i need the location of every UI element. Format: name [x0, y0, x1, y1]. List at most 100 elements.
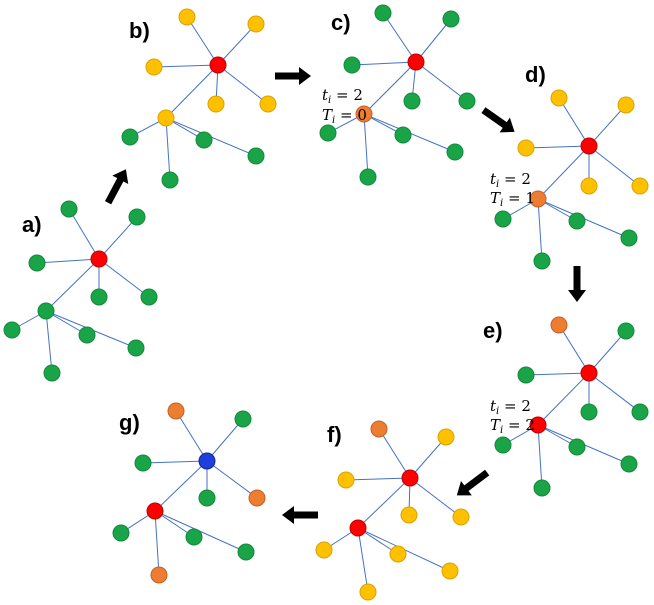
- node-green: [620, 229, 638, 247]
- node-yellow: [359, 583, 377, 601]
- panel-c: c)ti = 2Ti = 0: [319, 4, 476, 186]
- node-yellow: [550, 89, 568, 107]
- node-green: [247, 147, 265, 165]
- node-yellow: [631, 177, 649, 195]
- node-green: [446, 143, 464, 161]
- node-green: [517, 366, 535, 384]
- hub-node-red: [580, 364, 598, 382]
- transition-arrow-1: [104, 169, 129, 205]
- hub-node-red: [90, 250, 108, 268]
- edge: [357, 477, 411, 529]
- edge: [588, 330, 627, 374]
- hub-node-red: [209, 56, 227, 74]
- node-green: [319, 124, 337, 142]
- edge: [142, 460, 208, 464]
- node-green: [198, 489, 216, 507]
- annotation-t-value: ti = 2: [322, 86, 363, 106]
- hub-node-red: [529, 416, 547, 434]
- node-orange: [550, 316, 568, 334]
- node-green: [128, 208, 146, 226]
- hub-node-blue: [198, 452, 216, 470]
- node-green: [394, 126, 412, 144]
- edge: [525, 145, 590, 149]
- node-green: [533, 479, 551, 497]
- node-green: [237, 543, 255, 561]
- annotation-T-value: Ti = 2: [490, 416, 535, 436]
- node-yellow: [437, 428, 455, 446]
- node-green: [78, 326, 96, 344]
- transition-arrow-3: [481, 107, 515, 133]
- edge: [357, 527, 369, 593]
- edge: [558, 97, 590, 147]
- edge: [351, 61, 417, 66]
- hub-node-red: [407, 53, 425, 71]
- edge: [558, 324, 590, 374]
- node-green: [343, 56, 361, 74]
- node-green: [121, 128, 139, 146]
- panel-label: d): [525, 62, 546, 87]
- node-green: [374, 4, 392, 22]
- node-green: [43, 364, 61, 382]
- node-green: [442, 10, 460, 28]
- panel-label: a): [22, 212, 42, 237]
- edge: [98, 216, 138, 260]
- hub-node-red: [401, 469, 419, 487]
- node-green: [494, 210, 512, 228]
- annotation-t-value: ti = 2: [490, 170, 531, 190]
- node-green: [28, 254, 46, 272]
- edge: [36, 258, 100, 264]
- edge: [537, 145, 590, 200]
- node-green: [458, 92, 476, 110]
- panel-label: g): [119, 410, 140, 435]
- node-green: [134, 454, 152, 472]
- edge: [537, 372, 590, 426]
- node-orange: [370, 420, 388, 438]
- edge: [68, 208, 100, 260]
- node-green: [494, 436, 512, 454]
- hub-node-orange: [529, 190, 547, 208]
- node-green: [620, 455, 638, 473]
- node-green: [60, 200, 78, 218]
- node-green: [195, 131, 213, 149]
- node-yellow: [617, 96, 635, 114]
- node-green: [580, 403, 598, 421]
- panels: a)b)c)ti = 2Ti = 0d)ti = 2Ti = 1e)ti = 2…: [3, 4, 649, 601]
- hub-node-red: [580, 137, 598, 155]
- node-yellow: [389, 545, 407, 563]
- edge: [217, 64, 269, 105]
- panel-d: d)ti = 2Ti = 1: [490, 62, 649, 270]
- edge: [363, 113, 369, 178]
- panel-g: g): [112, 402, 266, 584]
- node-yellow: [441, 562, 459, 580]
- node-yellow: [315, 541, 333, 559]
- edge: [537, 424, 543, 489]
- edge: [409, 436, 447, 479]
- edge: [154, 510, 247, 553]
- panel-label: e): [483, 318, 503, 343]
- node-green: [568, 438, 586, 456]
- annotation-t-value: ti = 2: [490, 397, 531, 417]
- node-green: [403, 92, 421, 110]
- edge: [154, 460, 208, 512]
- node-orange: [150, 566, 168, 584]
- node-yellow: [247, 15, 265, 33]
- panel-a: a): [3, 200, 158, 382]
- node-green: [127, 339, 145, 357]
- edge: [345, 477, 411, 481]
- node-yellow: [145, 58, 163, 76]
- transition-arrows: [104, 67, 586, 524]
- edge: [415, 61, 468, 102]
- edge: [206, 418, 244, 462]
- edge: [153, 64, 219, 68]
- node-green: [140, 288, 158, 306]
- node-orange: [248, 489, 266, 507]
- edge: [217, 23, 257, 66]
- edge: [45, 258, 100, 312]
- node-green: [359, 168, 377, 186]
- edge: [363, 61, 417, 115]
- panel-label: f): [327, 422, 342, 447]
- node-green: [90, 288, 108, 306]
- edge: [415, 18, 452, 63]
- transition-arrow-5: [456, 469, 490, 496]
